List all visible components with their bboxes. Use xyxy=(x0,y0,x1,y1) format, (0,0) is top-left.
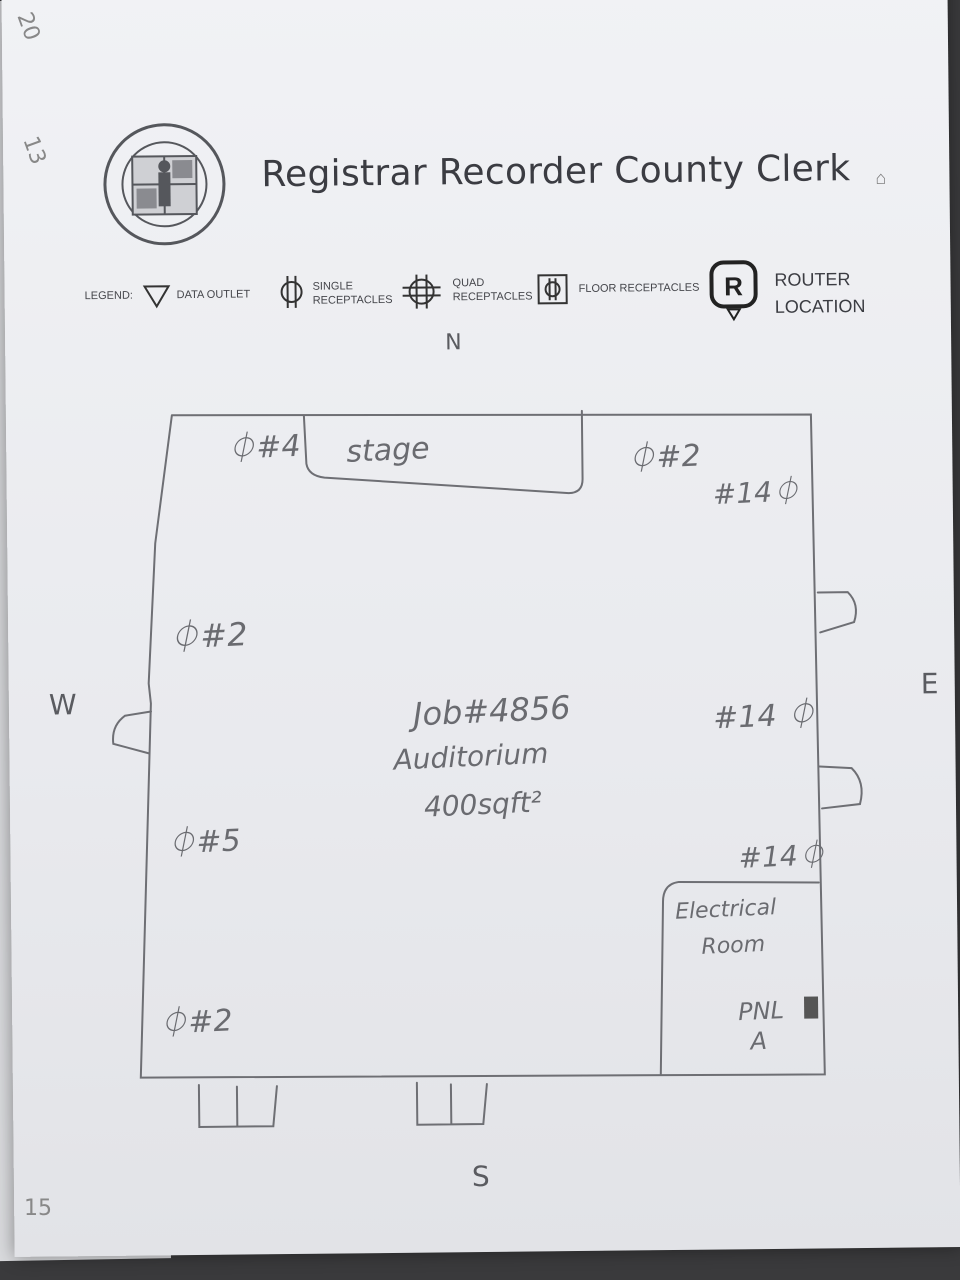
data-outlet-icon xyxy=(142,285,171,309)
door-right-upper xyxy=(816,591,857,634)
receptacle-left-upper: ⏀#2 xyxy=(167,615,249,657)
stage-label: stage xyxy=(345,431,431,470)
panel-label-1: PNL xyxy=(737,996,785,1027)
receptacle-top-right: ⏀#2 xyxy=(625,438,702,477)
single-receptacle-icon: ⏀ xyxy=(625,440,658,477)
single-receptacle-icon: ⏀ xyxy=(796,837,827,873)
router-letter: R xyxy=(724,271,743,301)
room-area: 400sqft² xyxy=(423,785,543,824)
router-location-icon: R xyxy=(709,260,758,322)
margin-mark-c: 15 xyxy=(24,1196,52,1221)
seal-emblem-icon xyxy=(121,141,208,228)
door-south-left xyxy=(197,1083,278,1128)
single-receptacle-icon: ⏀ xyxy=(785,696,817,734)
receptacle-left-lower: ⏀#5 xyxy=(165,823,242,862)
electrical-room-outline xyxy=(659,880,820,1076)
receptacle-right-upper: #14⏀ xyxy=(712,474,801,512)
panel-block xyxy=(804,996,819,1019)
room-outline xyxy=(139,413,826,1079)
receptacle-bottom-left: ⏀#2 xyxy=(157,1003,234,1042)
door-south-right xyxy=(415,1081,488,1126)
single-receptacle-icon: ⏀ xyxy=(157,1005,190,1042)
receptacle-top-left: ⏀#4 xyxy=(225,428,302,467)
electrical-room-label-2: Room xyxy=(700,931,766,960)
single-receptacle-icon xyxy=(280,275,303,309)
receptacle-right-lower: #14⏀ xyxy=(737,837,827,875)
receptacle-right-middle: #14 ⏀ xyxy=(712,696,817,737)
job-number: Job#4856 xyxy=(412,688,572,734)
door-right-lower xyxy=(818,765,863,810)
single-receptacle-icon: ⏀ xyxy=(771,474,801,509)
door-west xyxy=(112,710,152,755)
single-receptacle-icon: ⏀ xyxy=(165,825,198,862)
quad-receptacle-icon xyxy=(402,274,441,309)
county-seal xyxy=(102,122,227,246)
stage-outline xyxy=(302,409,584,495)
compass-north: N xyxy=(445,330,462,356)
room-name: Auditorium xyxy=(392,736,550,777)
compass-south: S xyxy=(471,1159,490,1194)
compass-west: W xyxy=(48,688,77,722)
floor-receptacle-icon xyxy=(537,274,568,305)
single-receptacle-icon: ⏀ xyxy=(167,617,202,657)
electrical-room-label-1: Electrical xyxy=(674,895,777,925)
panel-label-2: A xyxy=(749,1026,768,1056)
compass-east: E xyxy=(920,667,939,701)
single-receptacle-icon: ⏀ xyxy=(225,430,258,467)
